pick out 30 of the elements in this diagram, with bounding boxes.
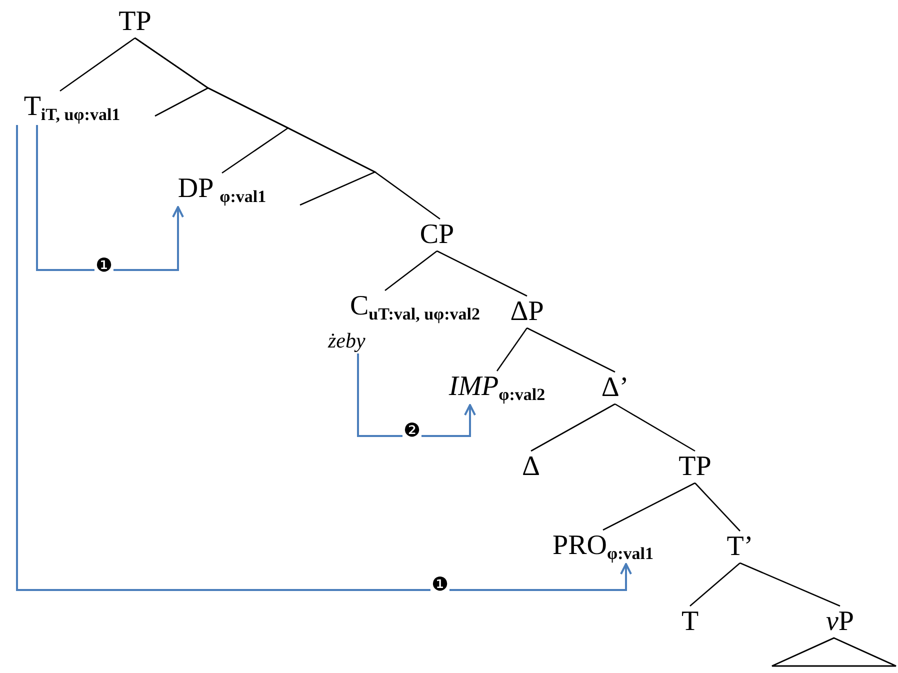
category-label: DP $_{φ:val1}$	[178, 175, 266, 205]
category-label: vP	[826, 608, 854, 636]
category-label: T’	[726, 533, 754, 561]
category-label: CP	[420, 221, 454, 249]
tree-branch-line	[436, 250, 528, 297]
tree-branch-line	[526, 327, 616, 373]
category-label: TP	[118, 8, 152, 36]
category-label: T$_{iT, uφ:val1}$	[24, 93, 120, 123]
word-label: żeby	[328, 330, 366, 352]
tree-branch-line	[530, 403, 616, 452]
agree-arrow	[357, 354, 476, 437]
category-label: IMP$_{φ:val2}$	[448, 373, 546, 403]
tree-branch-line	[134, 37, 440, 220]
tree-branch-line	[614, 403, 696, 452]
tree-branch-line	[496, 328, 528, 372]
category-label: ΔP	[510, 298, 544, 326]
tree-branch-line	[602, 482, 696, 531]
category-label: C$_{uT:val, uφ:val2}$	[350, 292, 480, 322]
agree-arrow	[16, 125, 632, 591]
category-label: TP	[678, 453, 712, 481]
agree-arrow	[36, 125, 184, 271]
tree-branch-line	[690, 562, 740, 606]
category-label: Δ’	[601, 374, 629, 402]
tree-branch-line	[384, 250, 438, 292]
tree-branch-line	[740, 562, 840, 607]
tree-branch-line	[60, 37, 136, 92]
category-label: PRO$_{φ:val1}$	[552, 532, 654, 562]
category-label: Δ	[522, 453, 540, 481]
category-label: T	[681, 608, 699, 636]
tree-branch-line	[694, 482, 740, 532]
